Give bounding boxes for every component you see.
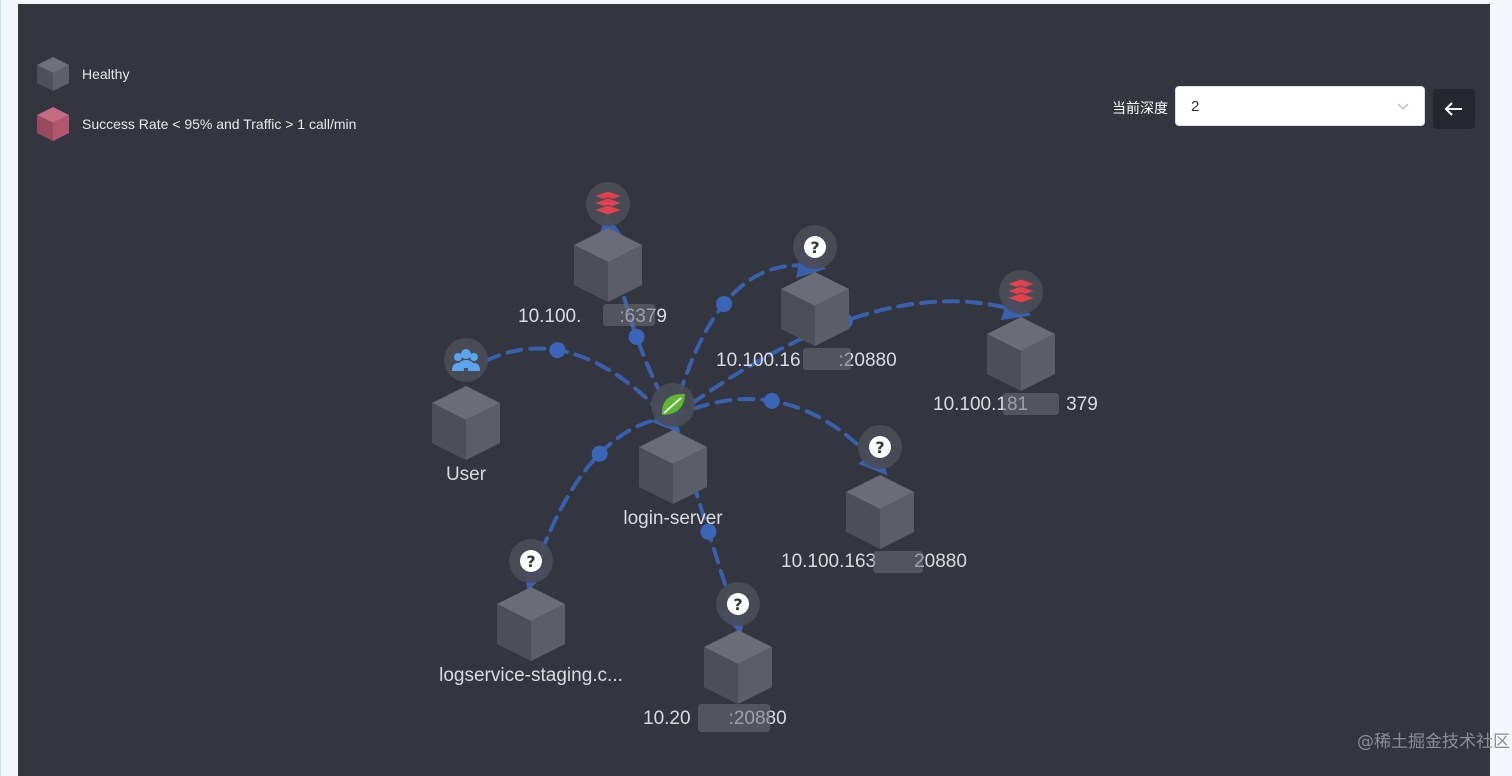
users-icon <box>444 338 488 382</box>
node-unknown-3[interactable]: ?10.20 :20880 <box>643 582 787 732</box>
node-logservice[interactable]: ? logservice-staging.c... <box>439 539 623 686</box>
node-unknown-2[interactable]: ? 10.100.163 20880 <box>781 425 967 573</box>
topology-graph: 10.100. :6379? 10.100.16 :20880 10.100.181… <box>432 182 1098 732</box>
redaction-blur <box>698 704 770 732</box>
edge-traffic-dot <box>700 523 717 540</box>
legend-healthy-label: Healthy <box>82 66 130 82</box>
svg-text:?: ? <box>733 595 742 614</box>
node-cube-icon <box>574 228 642 302</box>
nodes-layer: 10.100. :6379? 10.100.16 :20880 10.100.181… <box>432 182 1098 732</box>
node-cube-icon <box>432 386 500 460</box>
depth-label: 当前深度 <box>1112 100 1168 116</box>
redaction-blur <box>603 304 655 326</box>
node-label: 10.100.163 20880 <box>781 551 967 572</box>
spring-leaf-icon <box>651 383 695 427</box>
svg-text:?: ? <box>526 552 535 571</box>
node-label-head: logservice-staging.c... <box>439 665 623 686</box>
legend-healthy: Healthy <box>36 56 129 92</box>
node-label-tail: 379 <box>1066 394 1098 415</box>
node-cube-icon <box>497 587 565 661</box>
redaction-blur <box>803 348 851 370</box>
node-label-tail: :20880 <box>839 350 897 371</box>
unhealthy-cube-icon <box>37 107 69 141</box>
redaction-blur <box>1003 393 1059 415</box>
node-cube-icon <box>846 475 914 549</box>
node-cube-icon <box>704 630 772 704</box>
edge-traffic-dot <box>763 392 780 409</box>
node-user[interactable]: User <box>432 338 500 485</box>
node-label-head: User <box>446 464 487 485</box>
arrow-left-icon <box>1444 102 1462 116</box>
node-cube-icon <box>987 317 1055 391</box>
node-label-head: 10.20 <box>643 708 691 729</box>
edge-login-server-to-unknown-2[interactable] <box>671 397 888 476</box>
node-cube-icon <box>781 272 849 346</box>
redaction-blur <box>873 551 923 573</box>
depth-select[interactable]: 2 <box>1175 86 1425 126</box>
edge-traffic-dot <box>716 295 733 312</box>
edge-traffic-dot <box>549 342 566 359</box>
back-button[interactable] <box>1433 89 1475 129</box>
node-label: logservice-staging.c... <box>439 665 623 686</box>
node-label-head: 10.100.163 <box>781 551 876 572</box>
edge-traffic-dot <box>628 328 645 345</box>
question-icon: ? <box>793 225 837 269</box>
question-icon: ? <box>716 582 760 626</box>
topology-panel: 10.100. :6379? 10.100.16 :20880 10.100.181… <box>18 4 1490 776</box>
legend-unhealthy-label: Success Rate < 95% and Traffic > 1 call/… <box>82 116 357 132</box>
edge-user-to-login-server[interactable] <box>464 346 681 434</box>
chevron-down-icon <box>1397 103 1409 110</box>
depth-select-value: 2 <box>1191 97 1200 115</box>
node-label-tail: 20880 <box>914 551 967 572</box>
redis-icon <box>999 270 1043 314</box>
edge-login-server-to-redis-2[interactable] <box>671 293 1032 419</box>
healthy-cube-icon <box>37 57 69 91</box>
node-unknown-1[interactable]: ? 10.100.16 :20880 <box>716 225 897 371</box>
node-login-server[interactable]: login-server <box>623 383 723 529</box>
legend-unhealthy: Success Rate < 95% and Traffic > 1 call/… <box>36 106 356 142</box>
node-label: login-server <box>623 508 723 529</box>
question-icon: ? <box>509 539 553 583</box>
node-redis-1[interactable]: 10.100. :6379 <box>518 182 667 327</box>
question-icon: ? <box>858 425 902 469</box>
edge-traffic-dot <box>591 445 608 462</box>
svg-text:?: ? <box>810 238 819 257</box>
node-cube-icon <box>639 430 707 504</box>
node-label-head: 10.100. <box>518 306 581 327</box>
watermark: @稀土掘金技术社区 <box>1357 732 1510 752</box>
svg-text:?: ? <box>875 438 884 457</box>
node-label-head: 10.100.16 <box>716 350 801 371</box>
redis-icon <box>586 182 630 226</box>
node-label: User <box>446 464 487 485</box>
node-redis-2[interactable]: 10.100.181 379 <box>933 270 1098 415</box>
node-label: 10.100.16 :20880 <box>716 350 897 371</box>
node-label-head: login-server <box>623 508 723 529</box>
